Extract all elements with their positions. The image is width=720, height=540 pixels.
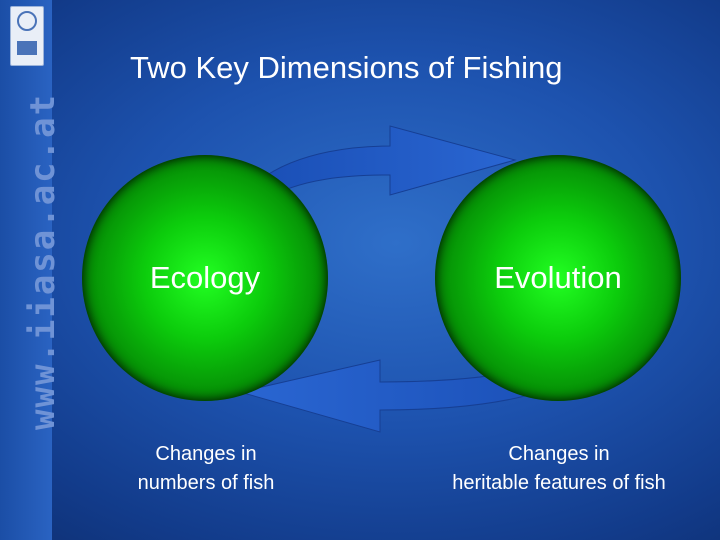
ecology-caption: Changes in numbers of fish (96, 440, 316, 498)
ecology-caption-line1: Changes in (155, 443, 257, 465)
logo-mark (17, 41, 37, 55)
evolution-circle (435, 155, 681, 401)
globe-icon (17, 11, 37, 31)
evolution-caption-line1: Changes in (508, 443, 610, 465)
ecology-label: Ecology (149, 260, 261, 295)
iiasa-logo (10, 6, 44, 66)
arrow-ecology-to-evolution (259, 125, 517, 201)
ecology-caption-line2: numbers of fish (137, 472, 275, 494)
sidebar: www.iiasa.ac.at (0, 0, 63, 540)
ecology-circle (82, 155, 328, 401)
evolution-label: Evolution (494, 260, 622, 295)
slide-title: Two Key Dimensions of Fishing (130, 50, 563, 85)
evolution-caption-line2: heritable features of fish (452, 472, 666, 494)
evolution-caption: Changes in heritable features of fish (420, 440, 698, 498)
